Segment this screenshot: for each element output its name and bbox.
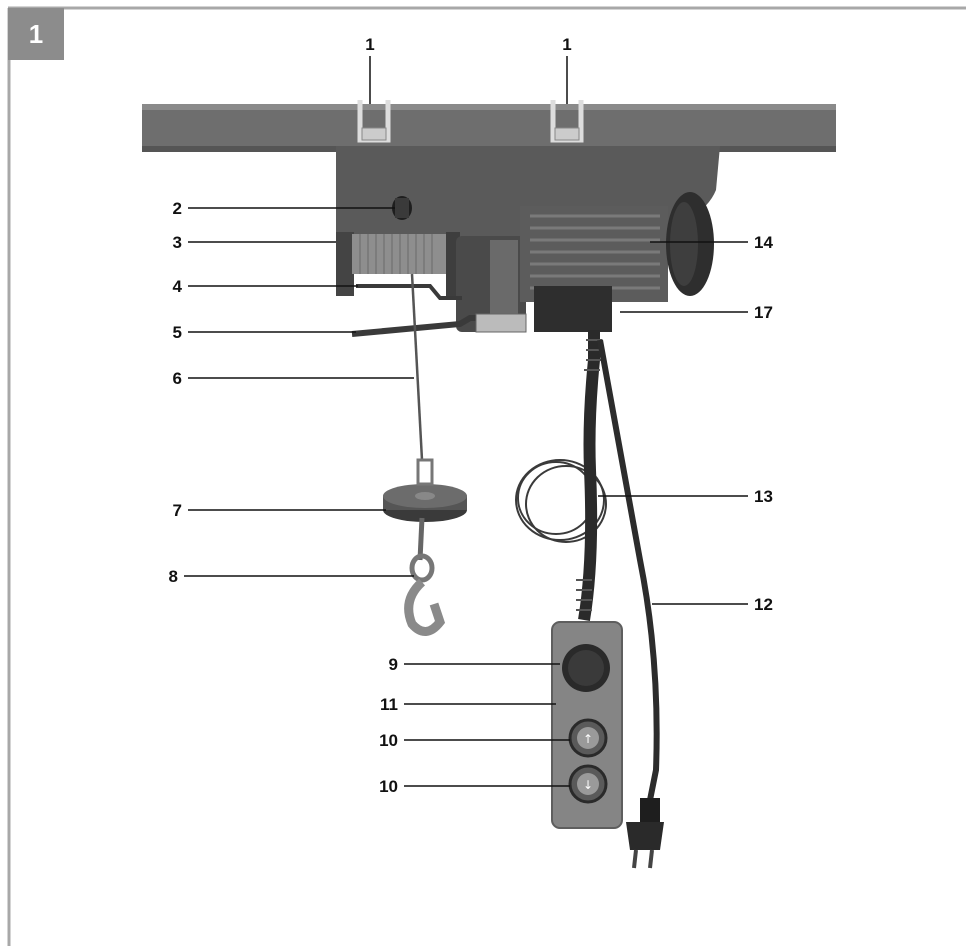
power-cable — [597, 339, 660, 801]
callout-1-left: 1 — [365, 35, 375, 54]
callout-4: 4 — [172, 277, 182, 296]
callout-1-right: 1 — [562, 35, 572, 54]
motor — [520, 192, 714, 302]
svg-text:↓: ↓ — [583, 778, 593, 792]
callout-14: 14 — [754, 233, 773, 252]
control-cable — [578, 330, 600, 621]
svg-text:↑: ↑ — [583, 732, 593, 746]
weight-disc — [383, 458, 467, 522]
callout-3: 3 — [172, 233, 182, 252]
callout-6: 6 — [172, 369, 182, 388]
callout-10-down: 10 — [379, 777, 398, 796]
callout-5: 5 — [172, 323, 182, 342]
mounting-bracket-right — [550, 100, 584, 143]
mounting-bracket-left — [357, 100, 391, 143]
hook — [404, 517, 446, 636]
wire-rope — [410, 273, 424, 461]
callout-13: 13 — [754, 487, 773, 506]
callout-12: 12 — [754, 595, 773, 614]
callout-11: 11 — [380, 695, 398, 714]
callout-7: 7 — [172, 501, 182, 520]
callout-10-up: 10 — [379, 731, 398, 750]
figure-number-badge: 1 — [8, 8, 64, 60]
coiled-cable — [515, 459, 607, 543]
callout-8: 8 — [168, 567, 178, 586]
switch-box — [534, 286, 612, 332]
callout-9: 9 — [388, 655, 398, 674]
pendant-control: ↑ ↓ — [551, 621, 623, 829]
i-beam — [142, 104, 836, 152]
cable-drum — [336, 232, 460, 298]
power-plug — [626, 798, 664, 869]
leader-lines — [184, 56, 748, 787]
callout-2: 2 — [172, 199, 182, 218]
callout-17: 17 — [754, 303, 773, 322]
lever-4 — [356, 284, 462, 300]
